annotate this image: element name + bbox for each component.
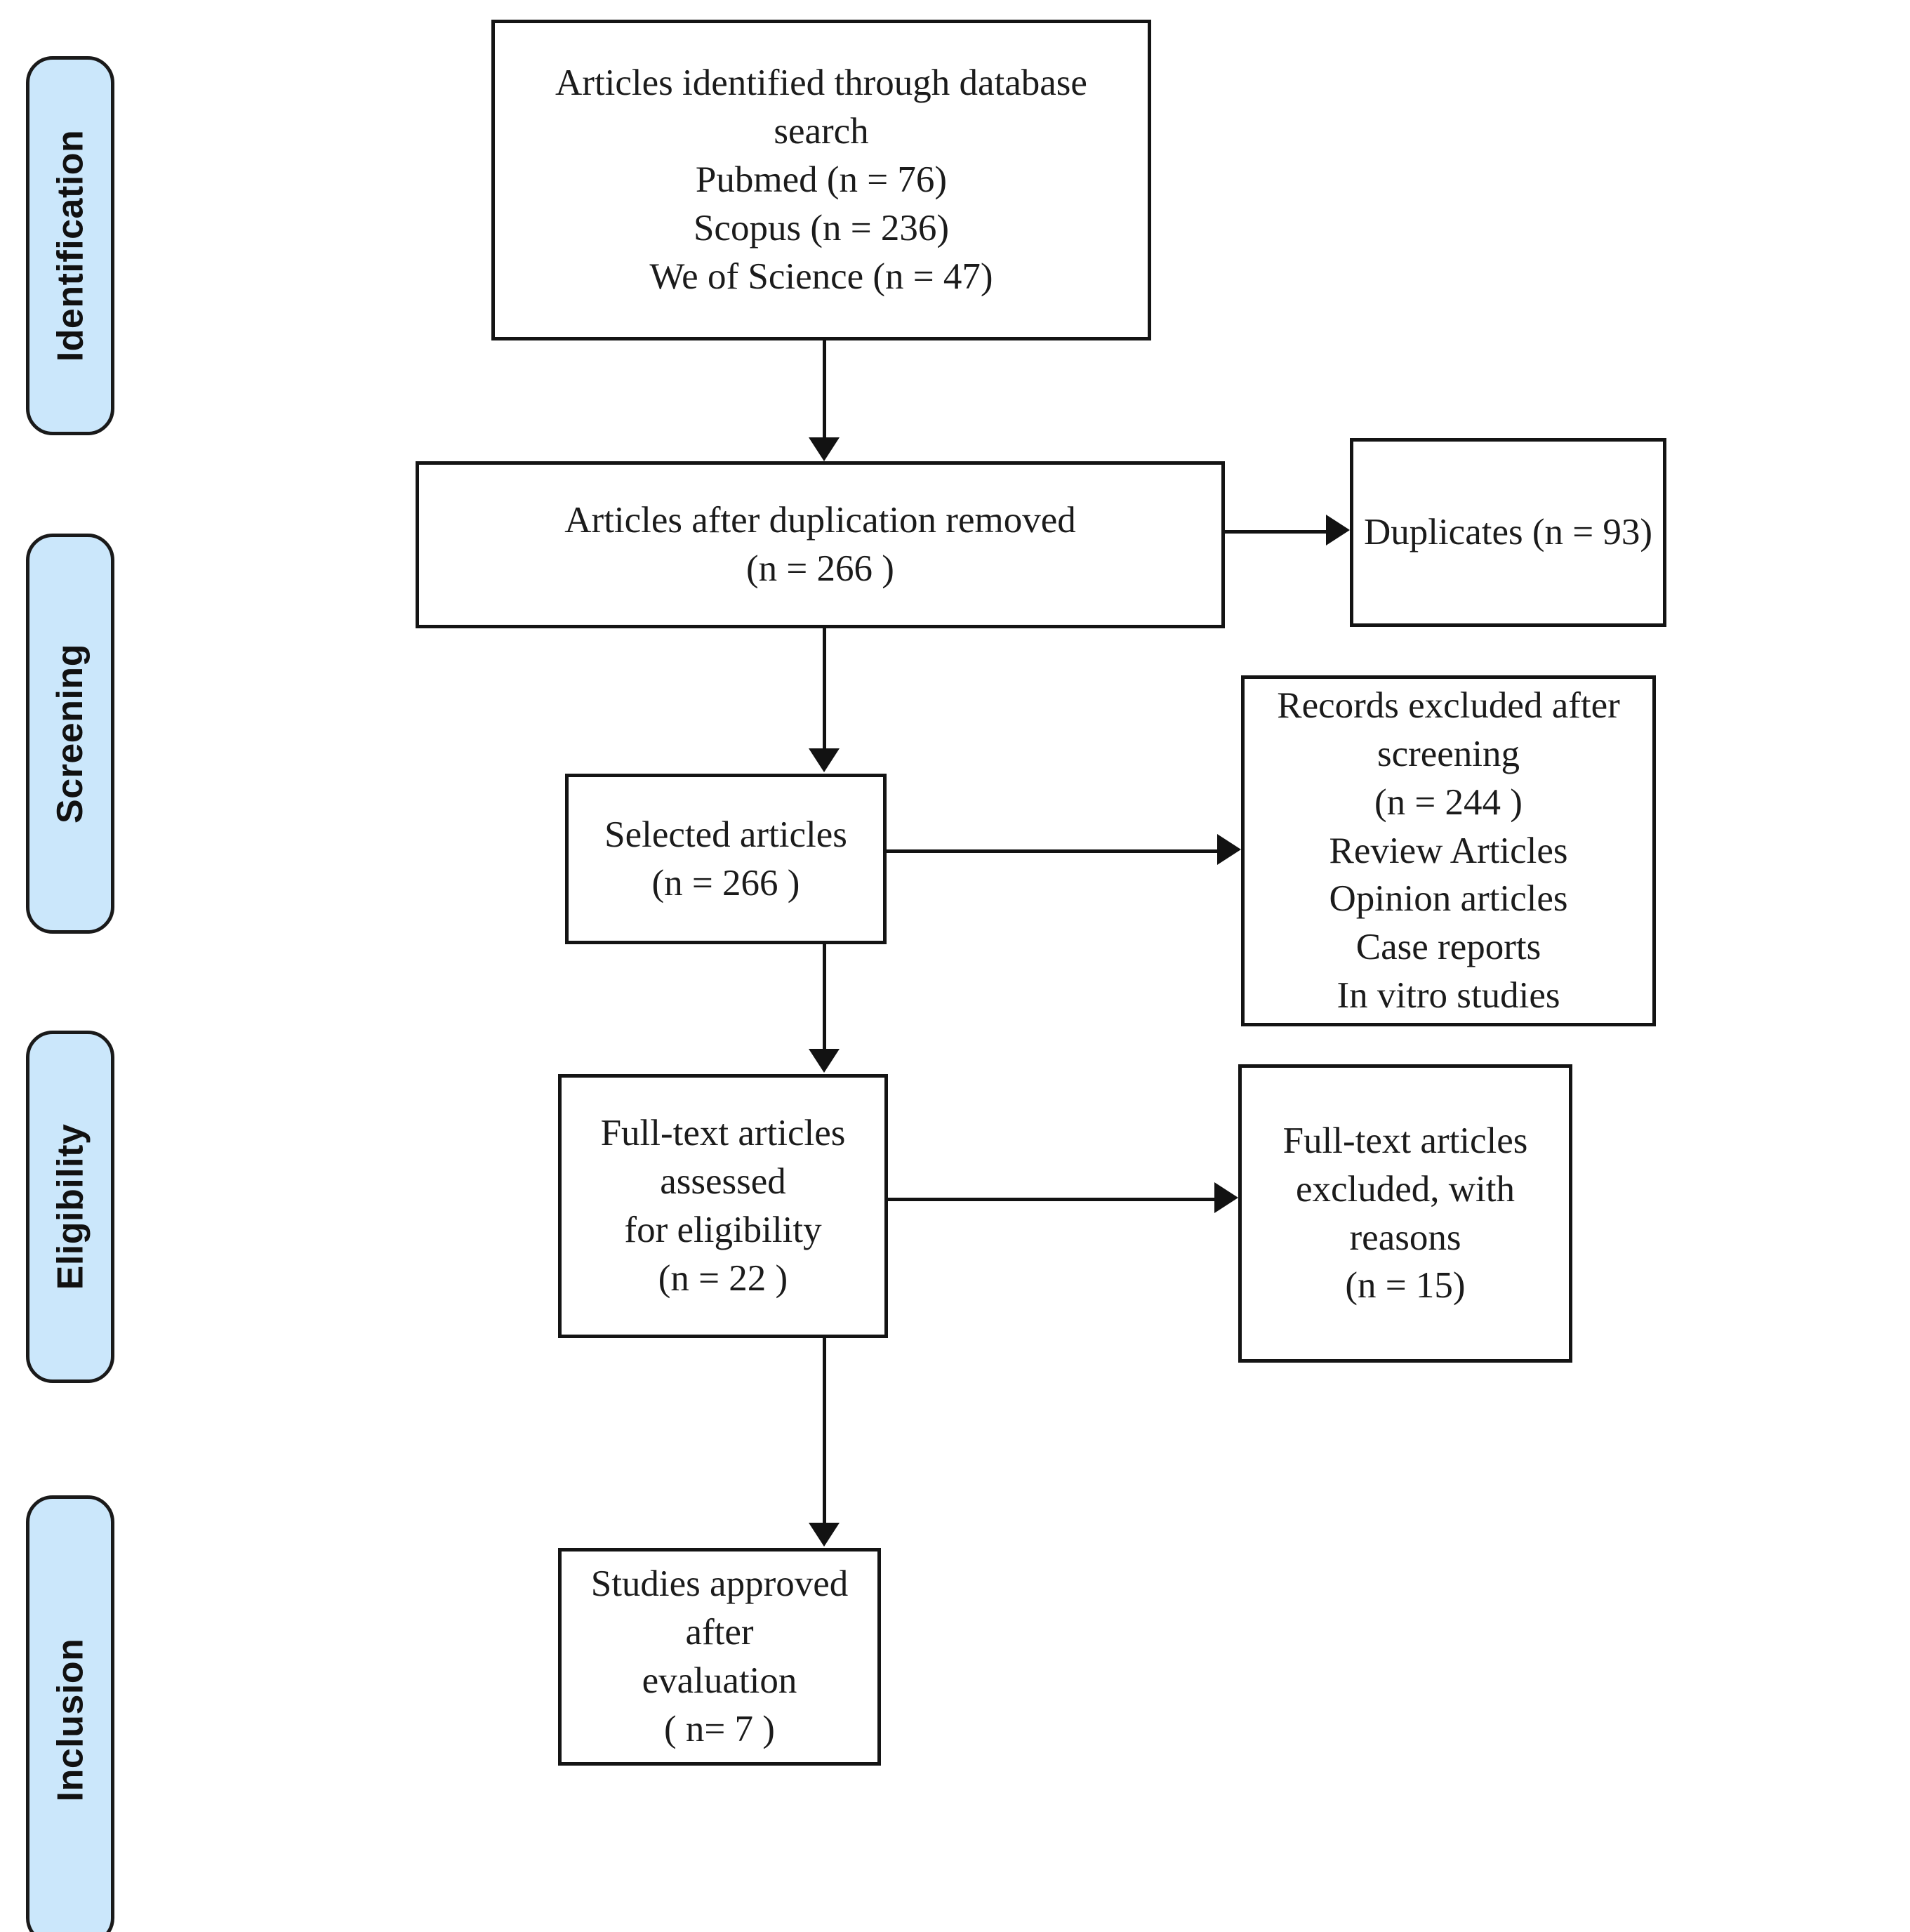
box-records-excluded-after-screening: Records excluded after screening (n = 24… <box>1241 675 1656 1026</box>
box-full-text-articles-assessed: Full-text articles assessed for eligibil… <box>558 1074 888 1338</box>
box-articles-identified: Articles identified through database sea… <box>491 20 1151 340</box>
stage-pill-eligibility: Eligibility <box>26 1031 114 1383</box>
stage-label-screening: Screening <box>50 644 91 823</box>
connector-selected-to-excluded-arrow <box>1217 834 1241 865</box>
box-articles-after-duplication-removed-text: Articles after duplication removed (n = … <box>564 500 1076 589</box>
connector-dedup-to-selected-line <box>823 628 826 749</box>
box-articles-after-duplication-removed: Articles after duplication removed (n = … <box>416 461 1225 628</box>
connector-selected-to-fulltext-line <box>823 944 826 1050</box>
box-studies-approved-after-evaluation-text: Studies approved after evaluation ( n= 7… <box>590 1563 849 1749</box>
box-duplicates-text: Duplicates (n = 93) <box>1363 512 1653 553</box>
stage-pill-inclusion: Inclusion <box>26 1495 114 1932</box>
stage-label-eligibility: Eligibility <box>50 1123 91 1290</box>
connector-fulltext-to-excluded-line <box>888 1198 1216 1201</box>
connector-dedup-to-selected-arrow <box>809 748 840 772</box>
connector-identified-to-dedup-arrow <box>809 437 840 461</box>
box-full-text-articles-assessed-text: Full-text articles assessed for eligibil… <box>600 1113 846 1299</box>
connector-dedup-to-duplicates-arrow <box>1326 515 1350 545</box>
box-selected-articles: Selected articles (n = 266 ) <box>565 774 887 944</box>
connector-selected-to-fulltext-arrow <box>809 1049 840 1073</box>
connector-dedup-to-duplicates-line <box>1225 530 1327 534</box>
connector-identified-to-dedup-line <box>823 340 826 439</box>
stage-pill-identification: Identification <box>26 56 114 435</box>
box-full-text-articles-excluded: Full-text articles excluded, with reason… <box>1238 1064 1572 1363</box>
connector-selected-to-excluded-line <box>887 849 1219 853</box>
box-duplicates: Duplicates (n = 93) <box>1350 438 1666 627</box>
box-articles-identified-text: Articles identified through database sea… <box>555 62 1087 297</box>
connector-fulltext-to-approved-arrow <box>809 1523 840 1547</box>
connector-fulltext-to-excluded-arrow <box>1214 1182 1238 1213</box>
box-full-text-articles-excluded-text: Full-text articles excluded, with reason… <box>1282 1120 1528 1306</box>
box-selected-articles-text: Selected articles (n = 266 ) <box>604 814 847 904</box>
stage-label-identification: Identification <box>50 129 91 362</box>
stage-pill-screening: Screening <box>26 534 114 934</box>
box-studies-approved-after-evaluation: Studies approved after evaluation ( n= 7… <box>558 1548 881 1766</box>
box-records-excluded-after-screening-text: Records excluded after screening (n = 24… <box>1277 684 1620 1017</box>
connector-fulltext-to-approved-line <box>823 1338 826 1523</box>
stage-label-inclusion: Inclusion <box>50 1638 91 1802</box>
